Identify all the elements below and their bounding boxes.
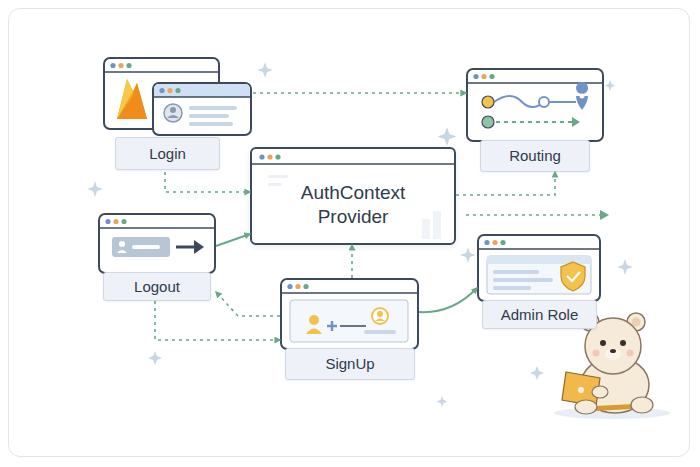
provider-title-area: AuthContext Provider [252,167,454,243]
label-tab: SignUp [285,348,415,380]
connector [216,234,250,246]
window-node: Routing [466,68,604,172]
window-node: Login [103,57,253,172]
label-tab: Login [115,137,220,170]
extra-arrow [466,210,609,220]
connector [253,92,466,94]
label-tab: Admin Role [482,300,597,329]
connector [351,245,353,278]
window-node: SignUp [280,278,419,381]
connector [155,301,280,340]
window-node: Logout [98,213,216,301]
provider-title: AuthContext Provider [283,181,423,229]
node-label: Login [149,145,186,162]
node-label: SignUp [325,355,374,372]
label-tab: Routing [480,140,590,172]
connector [165,172,250,192]
provider-box: AuthContext Provider [250,147,456,245]
connector [216,292,280,316]
connector [456,172,555,195]
label-tab: Logout [103,272,211,301]
node-label: Routing [509,147,561,164]
node-label: Admin Role [501,306,579,323]
sparkles [87,62,633,407]
node-label: Logout [134,278,180,295]
connector [419,288,477,312]
window-node: Admin Role [477,234,601,329]
